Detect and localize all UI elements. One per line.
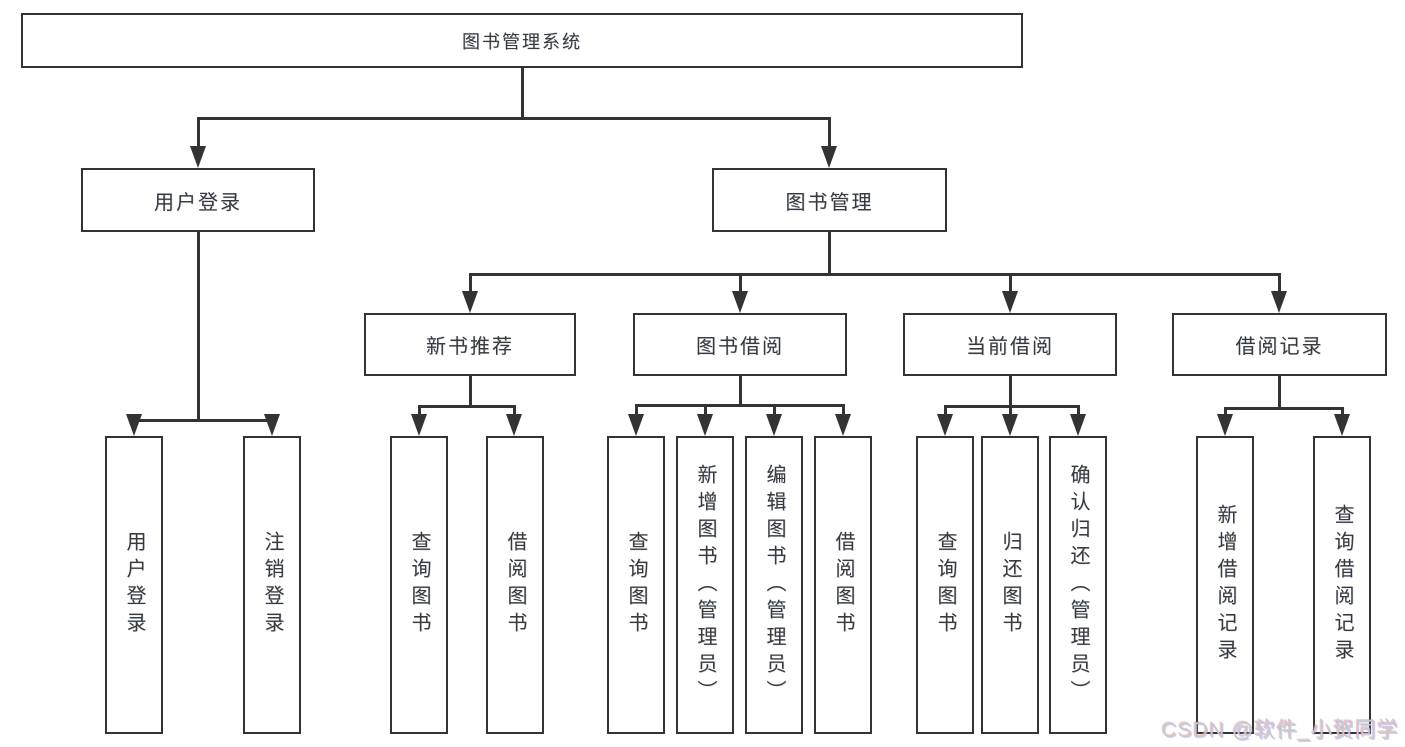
connector-user-login-trunk xyxy=(197,231,200,421)
leaf-return-book-label: 归还图书 xyxy=(999,531,1021,639)
leaf-add-borrow-record-label: 新增借阅记录 xyxy=(1214,504,1236,666)
arrow-down-icon xyxy=(937,414,953,436)
connector-drop-leaf xyxy=(1077,405,1080,416)
arrow-down-icon xyxy=(697,414,713,436)
leaf-add-book-admin: 新增图书（管理员） xyxy=(676,436,734,734)
connector-drop-leaf xyxy=(842,404,845,416)
connector-drop-user-login xyxy=(197,117,200,148)
arrow-down-icon xyxy=(1217,414,1233,436)
connector-drop-leaf xyxy=(635,404,638,416)
arrow-down-icon xyxy=(190,146,206,168)
leaf-query-borrow-record-label: 查询借阅记录 xyxy=(1331,504,1353,666)
node-borrow-records-label: 借阅记录 xyxy=(1235,336,1324,358)
leaf-return-book: 归还图书 xyxy=(981,436,1039,734)
connector-drop-leaf xyxy=(418,405,421,416)
leaf-confirm-return-admin-label: 确认归还（管理员） xyxy=(1067,463,1089,707)
node-library-system-label: 图书管理系统 xyxy=(462,31,582,52)
leaf-logout: 注销登录 xyxy=(243,436,301,734)
connector-current-borrow-trunk xyxy=(1009,375,1012,407)
connector-book-mgmt-branch xyxy=(470,273,1280,276)
leaf-edit-book-admin-label: 编辑图书（管理员） xyxy=(763,463,785,707)
arrow-down-icon xyxy=(411,414,427,436)
leaf-user-login-label: 用户登录 xyxy=(123,531,145,639)
leaf-query-books-2-label: 查询图书 xyxy=(625,531,647,639)
node-library-system: 图书管理系统 xyxy=(21,13,1023,68)
connector-drop-book-mgmt xyxy=(828,117,831,148)
arrow-down-icon xyxy=(628,414,644,436)
connector-new-book-trunk xyxy=(469,375,472,407)
connector-drop-leaf xyxy=(1009,405,1012,416)
arrow-down-icon xyxy=(1334,414,1350,436)
connector-drop-leaf xyxy=(513,405,516,416)
leaf-query-books-3: 查询图书 xyxy=(916,436,974,734)
arrow-down-icon xyxy=(821,146,837,168)
node-book-management: 图书管理 xyxy=(712,168,947,232)
leaf-query-borrow-record: 查询借阅记录 xyxy=(1313,436,1371,734)
leaf-logout-label: 注销登录 xyxy=(261,531,283,639)
node-current-borrow-label: 当前借阅 xyxy=(966,336,1054,358)
node-current-borrow: 当前借阅 xyxy=(903,313,1117,376)
connector-drop-leaf xyxy=(1341,407,1344,416)
connector-new-book-branch xyxy=(418,405,516,408)
arrow-down-icon xyxy=(126,414,142,436)
connector-drop-leaf xyxy=(1224,407,1227,416)
leaf-query-books-1: 查询图书 xyxy=(390,436,448,734)
node-book-borrow-label: 图书借阅 xyxy=(696,336,784,358)
connector-drop-new-book xyxy=(469,273,472,293)
leaf-add-book-admin-label: 新增图书（管理员） xyxy=(694,463,716,707)
node-user-login: 用户登录 xyxy=(81,168,315,232)
leaf-borrow-books-2-label: 借阅图书 xyxy=(832,531,854,639)
arrow-down-icon xyxy=(1070,414,1086,436)
connector-root-branch xyxy=(197,117,830,120)
node-user-login-label: 用户登录 xyxy=(154,191,242,214)
connector-drop-leaf xyxy=(773,404,776,416)
leaf-query-books-3-label: 查询图书 xyxy=(934,531,956,639)
connector-borrow-record-trunk xyxy=(1278,375,1281,409)
arrow-down-icon xyxy=(766,414,782,436)
leaf-user-login: 用户登录 xyxy=(105,436,163,734)
arrow-down-icon xyxy=(1271,291,1287,313)
arrow-down-icon xyxy=(835,414,851,436)
arrow-down-icon xyxy=(506,414,522,436)
csdn-watermark: CSDN @软件_小贺同学 xyxy=(1161,719,1399,742)
connector-book-borrow-branch xyxy=(635,404,844,407)
node-new-book-recommend: 新书推荐 xyxy=(364,313,576,376)
connector-drop-leaf xyxy=(704,404,707,416)
connector-current-borrow-branch xyxy=(944,405,1079,408)
leaf-add-borrow-record: 新增借阅记录 xyxy=(1196,436,1254,734)
arrow-down-icon xyxy=(732,291,748,313)
leaf-borrow-books-2: 借阅图书 xyxy=(814,436,872,734)
arrow-down-icon xyxy=(1002,291,1018,313)
node-book-management-label: 图书管理 xyxy=(785,191,874,214)
arrow-down-icon xyxy=(462,291,478,313)
leaf-borrow-books-1-label: 借阅图书 xyxy=(504,531,526,639)
connector-book-mgmt-trunk xyxy=(828,231,831,275)
leaf-query-books-1-label: 查询图书 xyxy=(408,531,430,639)
arrow-down-icon xyxy=(1002,414,1018,436)
leaf-edit-book-admin: 编辑图书（管理员） xyxy=(745,436,803,734)
connector-user-login-branch xyxy=(133,419,273,422)
node-new-book-recommend-label: 新书推荐 xyxy=(426,336,514,358)
node-borrow-records: 借阅记录 xyxy=(1172,313,1387,376)
connector-drop-current-borrow xyxy=(1009,273,1012,293)
connector-drop-borrow-record xyxy=(1278,273,1281,293)
leaf-borrow-books-1: 借阅图书 xyxy=(486,436,544,734)
arrow-down-icon xyxy=(264,414,280,436)
connector-borrow-record-branch xyxy=(1224,407,1343,410)
leaf-confirm-return-admin: 确认归还（管理员） xyxy=(1049,436,1107,734)
connector-root-trunk xyxy=(521,67,524,119)
connector-book-borrow-trunk xyxy=(739,375,742,406)
node-book-borrow: 图书借阅 xyxy=(633,313,847,376)
leaf-query-books-2: 查询图书 xyxy=(607,436,665,734)
connector-drop-leaf xyxy=(944,405,947,416)
connector-drop-book-borrow xyxy=(739,273,742,293)
